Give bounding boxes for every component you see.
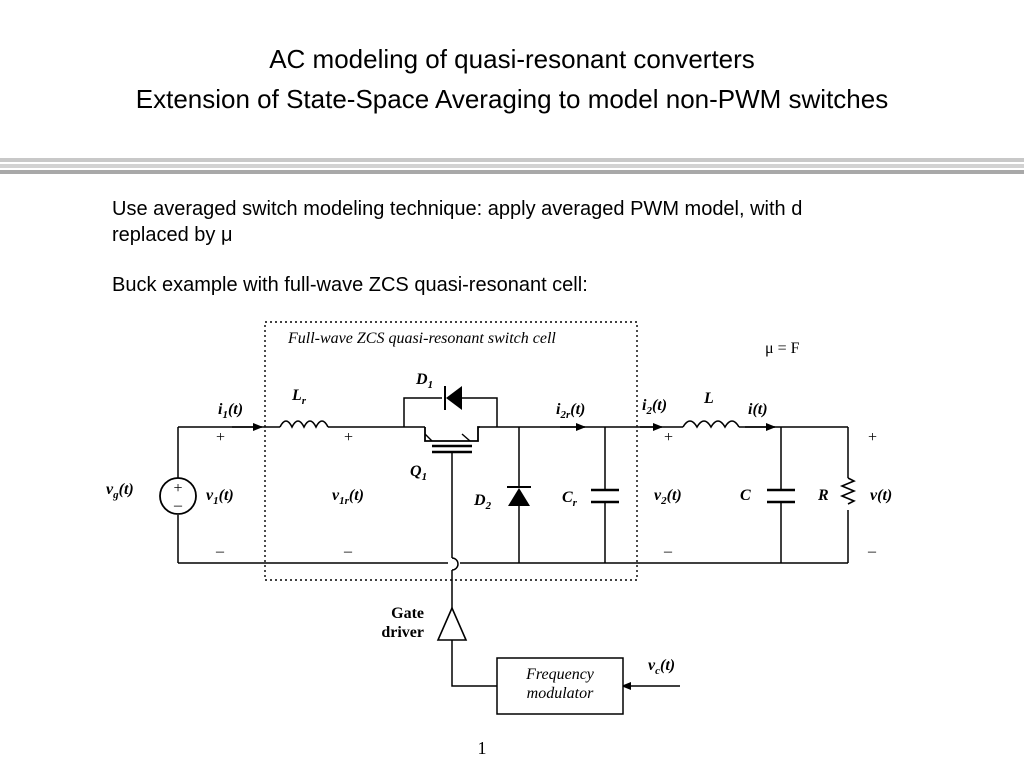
- d2-label: D2: [473, 492, 492, 512]
- i2-label: i2(t): [642, 397, 667, 417]
- l-label: L: [703, 390, 714, 407]
- v1r-label: v1r(t): [332, 487, 364, 507]
- gate-driver-line2: driver: [381, 624, 424, 641]
- bullet-averaged-switch: Use averaged switch modeling technique: …: [112, 198, 803, 246]
- d1-diode: [444, 386, 462, 410]
- circuit-wires: [177, 397, 849, 687]
- v-label: v(t): [870, 487, 892, 504]
- v1-plus: +: [216, 429, 225, 446]
- q1-label: Q1: [410, 463, 427, 483]
- v1-minus: –: [215, 543, 225, 560]
- title-line-2: Extension of State-Space Averaging to mo…: [135, 84, 889, 114]
- lr-label: Lr: [291, 387, 307, 407]
- v1-label: v1(t): [206, 487, 234, 507]
- cr-label: Cr: [562, 489, 578, 509]
- c-label: C: [740, 487, 751, 504]
- d2-diode: [507, 486, 531, 506]
- i1-label: i1(t): [218, 401, 243, 421]
- v2-minus: –: [663, 543, 673, 560]
- cr-capacitor: [591, 488, 619, 504]
- vg-source-minus: –: [173, 497, 183, 514]
- v2-plus: +: [664, 429, 673, 446]
- v1r-plus: +: [344, 429, 353, 446]
- v-plus: +: [868, 429, 877, 446]
- r-resistor: [839, 477, 857, 505]
- title-divider: [0, 156, 1024, 178]
- v1r-minus: –: [343, 543, 353, 560]
- d1-label: D1: [415, 371, 433, 391]
- vg-source: + –: [159, 477, 197, 515]
- gate-driver-line1: Gate: [391, 605, 424, 622]
- i-label: i(t): [748, 401, 768, 418]
- vc-label: vc(t): [648, 657, 675, 677]
- r-label: R: [817, 487, 829, 504]
- v2-label: v2(t): [654, 487, 682, 507]
- page-number: 1: [477, 738, 487, 758]
- q1-mosfet: [424, 426, 480, 454]
- mu-equals-f: μ = F: [765, 340, 800, 357]
- vg-label: vg(t): [106, 481, 134, 501]
- v-minus: –: [867, 543, 877, 560]
- polarity-marks: + – + – + – + –: [215, 429, 877, 560]
- i2r-label: i2r(t): [556, 401, 585, 421]
- title-line-1: AC modeling of quasi-resonant converters: [269, 44, 755, 74]
- gate-driver-amplifier: [436, 606, 468, 641]
- bullet-buck-example: Buck example with full-wave ZCS quasi-re…: [112, 274, 588, 296]
- current-arrows: [232, 423, 776, 690]
- freq-mod-line1: Frequency: [525, 666, 595, 683]
- freq-mod-line2: modulator: [527, 685, 594, 702]
- l-inductor: [682, 420, 740, 429]
- switch-cell-boundary: [264, 321, 638, 581]
- frequency-modulator-box: [496, 657, 624, 715]
- switch-cell-label: Full-wave ZCS quasi-resonant switch cell: [287, 330, 556, 347]
- lr-inductor: [279, 420, 329, 429]
- mu-equation: μ = F: [765, 340, 800, 357]
- c-capacitor: [767, 488, 795, 504]
- vg-source-plus: +: [173, 480, 182, 497]
